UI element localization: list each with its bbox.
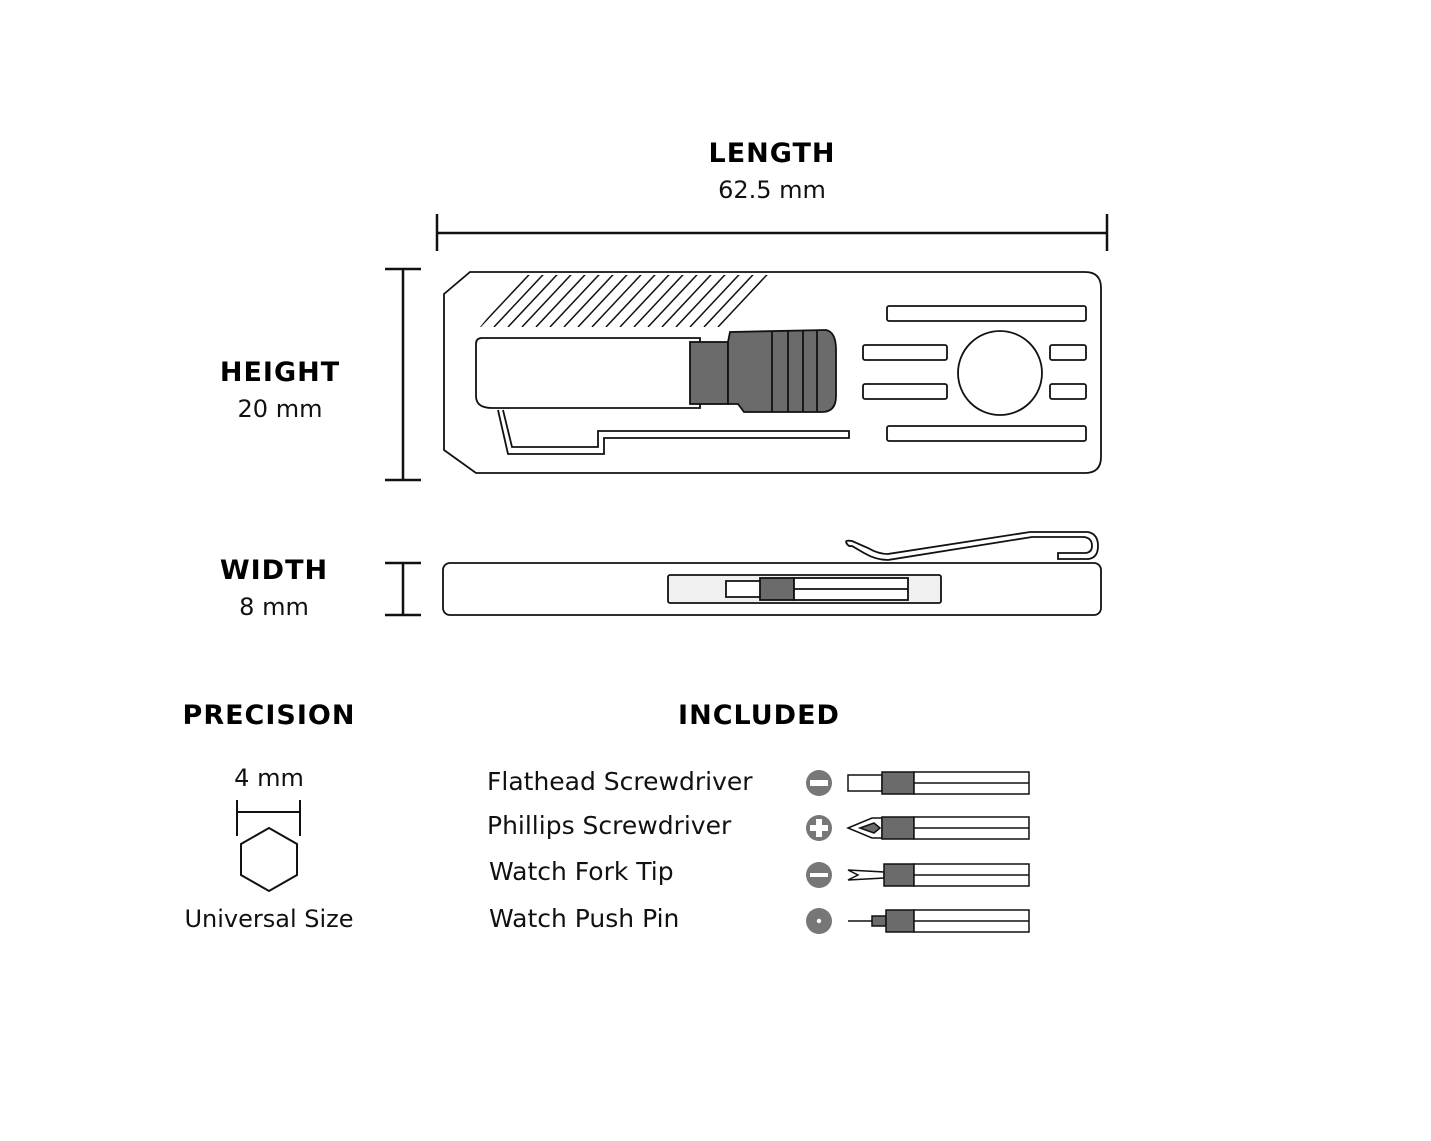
width-value: 8 mm <box>239 593 309 621</box>
included-item-flathead: Flathead Screwdriver <box>487 767 753 796</box>
fork-tip-bit <box>847 863 1030 887</box>
precision-value: 4 mm <box>234 764 304 792</box>
length-dimension-line <box>435 214 1109 251</box>
included-item-phillips: Phillips Screwdriver <box>487 811 732 840</box>
tool-side-view <box>442 531 1102 616</box>
height-heading: HEIGHT <box>219 357 341 388</box>
length-heading: LENGTH <box>708 138 836 169</box>
grip-hatching <box>480 275 768 327</box>
phillips-bit <box>846 816 1030 840</box>
flathead-icon <box>806 770 832 796</box>
push-pin-icon <box>806 908 832 934</box>
phillips-icon <box>806 815 832 841</box>
included-item-fork-tip: Watch Fork Tip <box>489 857 674 886</box>
precision-hex-diagram <box>236 800 301 893</box>
height-dimension-line <box>385 267 421 482</box>
fork-tip-icon <box>806 862 832 888</box>
width-heading: WIDTH <box>219 555 329 586</box>
included-item-push-pin: Watch Push Pin <box>489 904 680 933</box>
precision-heading: PRECISION <box>182 700 356 731</box>
push-pin-bit <box>848 909 1030 933</box>
length-value: 62.5 mm <box>718 176 826 204</box>
height-value: 20 mm <box>237 395 323 423</box>
tool-front-view <box>443 271 1102 474</box>
width-dimension-line <box>385 561 421 617</box>
flathead-bit <box>847 771 1030 795</box>
precision-caption: Universal Size <box>184 905 354 933</box>
included-heading: INCLUDED <box>678 700 840 731</box>
